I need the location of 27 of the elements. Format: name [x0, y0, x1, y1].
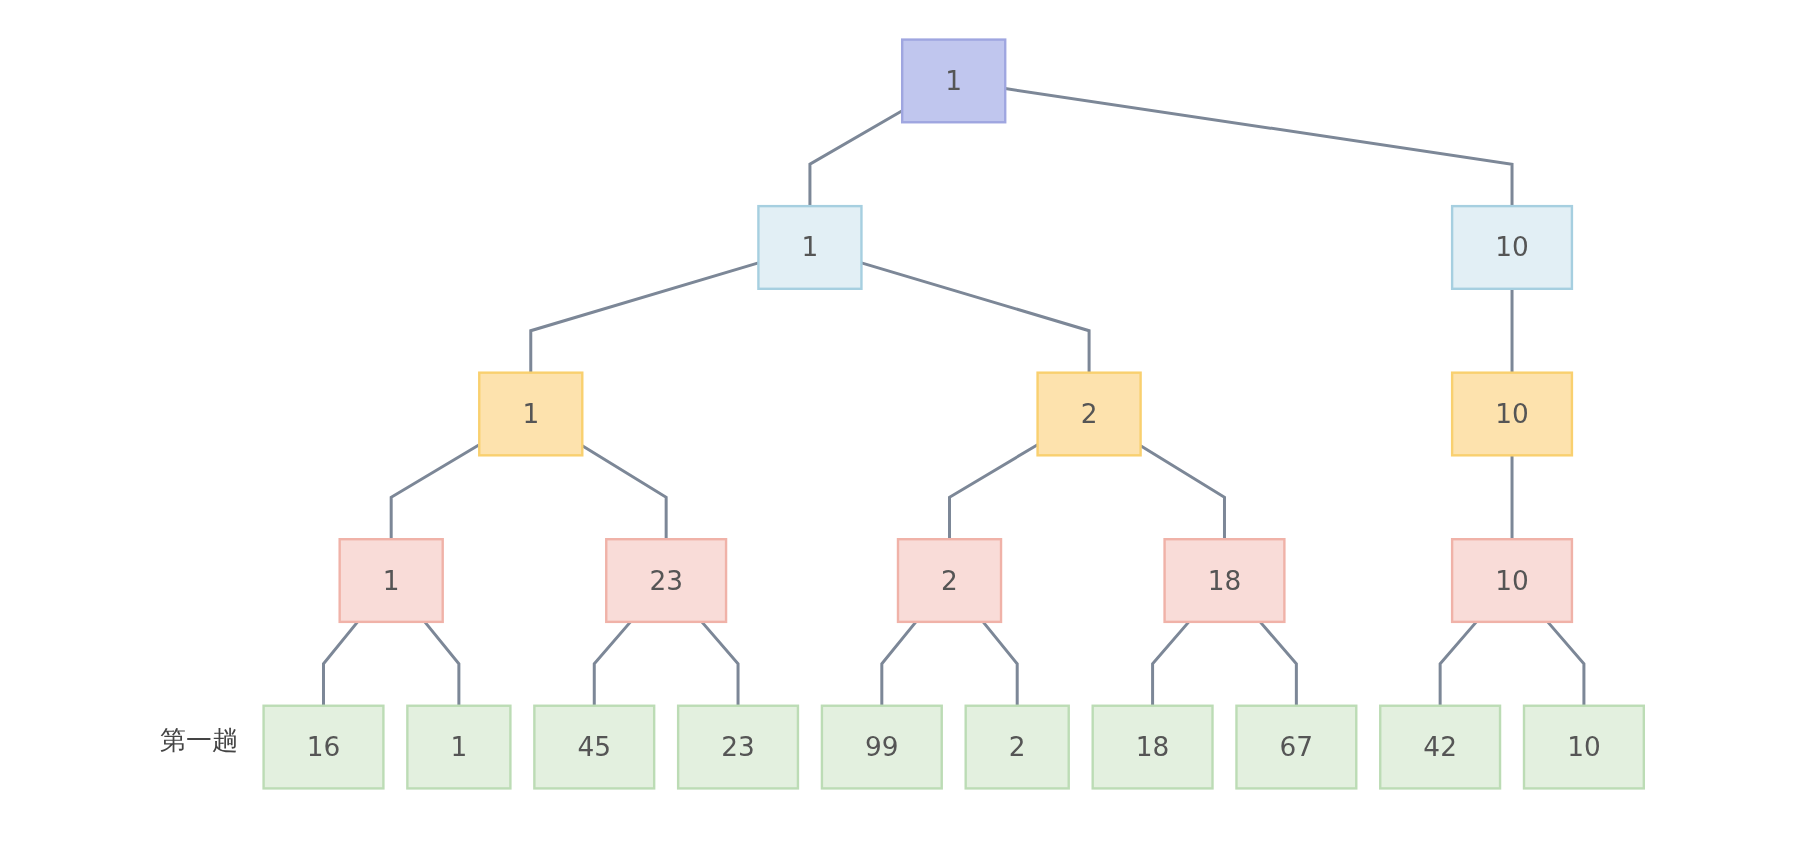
- node-box: 10: [1451, 538, 1574, 624]
- node-box: 1: [757, 204, 863, 290]
- node-box: 2: [964, 704, 1071, 790]
- node-box: 16: [262, 704, 385, 790]
- node-box: 1: [478, 371, 584, 457]
- connector: [861, 261, 1091, 373]
- node-box: 10: [1523, 704, 1646, 790]
- connector: [1510, 288, 1514, 373]
- node-box: 23: [677, 704, 800, 790]
- connector: [1140, 444, 1227, 540]
- node-box: 2: [897, 538, 1003, 624]
- node-box: 45: [533, 704, 656, 790]
- node-box: 23: [605, 538, 728, 624]
- node-box: 1: [406, 704, 512, 790]
- row-label: 第一趟: [160, 724, 239, 757]
- node-box: 67: [1235, 704, 1358, 790]
- node-box: 18: [1163, 538, 1286, 624]
- connector: [1005, 87, 1514, 207]
- node-box: 42: [1379, 704, 1502, 790]
- node-box: 1: [338, 538, 445, 624]
- node-box: 1: [901, 38, 1007, 124]
- node-box: 2: [1036, 371, 1143, 457]
- connector: [1510, 455, 1514, 540]
- node-box: 18: [1091, 704, 1214, 790]
- node-box: 99: [821, 704, 944, 790]
- node-box: 10: [1451, 204, 1574, 290]
- node-box: 10: [1451, 371, 1574, 457]
